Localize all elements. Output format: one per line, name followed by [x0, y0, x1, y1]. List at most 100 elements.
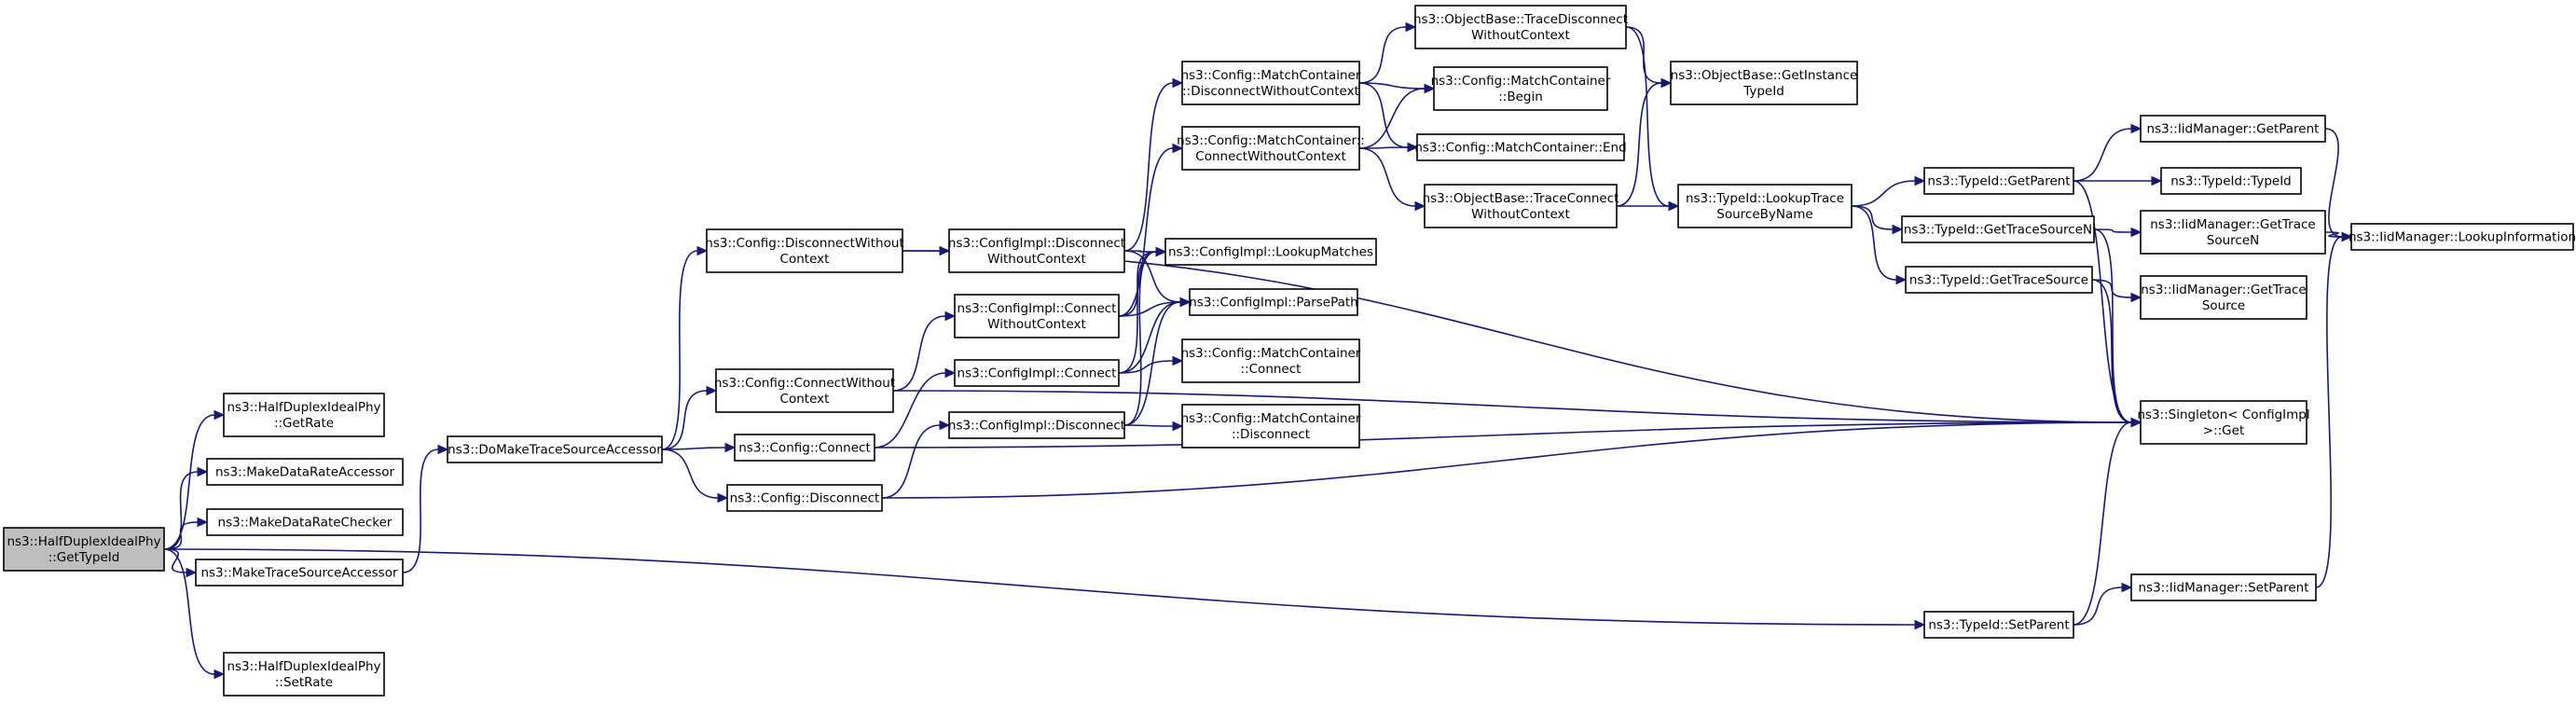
arrowhead [939, 420, 951, 431]
edge-line [1118, 360, 1174, 374]
node-tid_typeid[interactable]: ns3::TypeId::TypeId [2160, 167, 2302, 195]
edge-domake-to-cfg_disconnect [661, 449, 729, 504]
node-label: ns3::Config::Disconnect [730, 491, 880, 506]
edge-line [1118, 251, 1157, 317]
edge-tid_gts-to-iid_gts [2091, 279, 2142, 303]
node-mtsa[interactable]: ns3::MakeTraceSourceAccessor [195, 559, 404, 587]
node-label: Context [780, 252, 830, 267]
arrowhead [1660, 77, 1673, 89]
node-label: ::DisconnectWithoutContext [1182, 84, 1359, 99]
edge-line [1123, 424, 1174, 427]
arrowhead [944, 311, 957, 322]
node-label: ns3::ObjectBase::TraceDisconnect [1413, 12, 1628, 27]
edge-line [2324, 128, 2343, 238]
node-label: ::Begin [1498, 90, 1543, 104]
node-mc_connect[interactable]: ns3::Config::MatchContainer::Connect [1181, 338, 1361, 383]
node-cfg_cwc[interactable]: ns3::Config::ConnectWithoutContext [714, 368, 895, 413]
node-mc_cwc[interactable]: ns3::Config::MatchContainer::ConnectWith… [1177, 126, 1365, 171]
node-getrate[interactable]: ns3::HalfDuplexIdealPhy::GetRate [223, 393, 385, 437]
node-label: ns3::ObjectBase::TraceConnect [1423, 191, 1619, 206]
node-mdra[interactable]: ns3::MakeDataRateAccessor [206, 458, 404, 486]
node-label: ns3::IidManager::GetTrace [2150, 217, 2315, 232]
node-label: ::Disconnect [1232, 427, 1310, 442]
node-label: WithoutContext [987, 317, 1086, 332]
node-domake[interactable]: ns3::DoMakeTraceSourceAccessor [447, 435, 663, 463]
node-iid_setparent[interactable]: ns3::IidManager::SetParent [2130, 573, 2317, 601]
arrowhead [717, 492, 729, 504]
node-label: ::Connect [1241, 362, 1302, 377]
node-box [1670, 61, 1858, 105]
node-ci_parse[interactable]: ns3::ConfigImpl::ParsePath [1189, 288, 1358, 316]
node-tid_gts[interactable]: ns3::TypeId::GetTraceSource [1905, 266, 2093, 294]
node-box [2140, 115, 2326, 143]
edge-tid_setparent-to-singleton [2073, 417, 2142, 626]
node-cfg_dwc[interactable]: ns3::Config::DisconnectWithoutContext [705, 228, 904, 273]
node-ob_tcwc[interactable]: ns3::ObjectBase::TraceConnectWithoutCont… [1423, 184, 1619, 228]
edge-line [1118, 301, 1181, 317]
node-label: ConnectWithoutContext [1195, 149, 1345, 164]
node-mc_end[interactable]: ns3::Config::MatchContainer::End [1414, 133, 1627, 161]
edge-ob_tdwc-to-ob_git [1625, 26, 1673, 89]
edge-tid_ltsbn-to-tid_gtsn [1851, 205, 1904, 235]
node-mc_begin[interactable]: ns3::Config::MatchContainer::Begin [1431, 66, 1611, 111]
node-label: ns3::DoMakeTraceSourceAccessor [448, 443, 662, 458]
node-box [948, 228, 1125, 273]
node-mdrc[interactable]: ns3::MakeDataRateChecker [206, 508, 404, 536]
edge-line [1118, 147, 1174, 317]
node-iid_gts[interactable]: ns3::IidManager::GetTraceSource [2140, 275, 2307, 320]
edge-line [1625, 26, 1670, 207]
node-box [447, 435, 663, 463]
node-box [1164, 238, 1377, 266]
node-cfg_connect[interactable]: ns3::Config::Connect [734, 434, 875, 462]
arrowhead [1892, 224, 1904, 235]
node-singleton[interactable]: ns3::Singleton< ConfigImpl >::Get [2137, 400, 2310, 445]
node-iid_lookup[interactable]: ns3::IidManager::LookupInformation [2349, 223, 2576, 251]
node-tid_gtsn[interactable]: ns3::TypeId::GetTraceSourceN [1901, 215, 2095, 243]
node-box [206, 508, 404, 536]
node-label: ns3::MakeTraceSourceAccessor [200, 566, 397, 581]
edge-mc_dwc-to-ob_tdwc [1358, 21, 1417, 84]
node-cfg_disconnect[interactable]: ns3::Config::Disconnect [726, 484, 883, 512]
edge-root-to-mdra [163, 466, 209, 550]
arrowhead [214, 409, 226, 421]
edge-ci_cwc-to-ci_lookup [1118, 246, 1167, 317]
node-ci_dwc[interactable]: ns3::ConfigImpl::DisconnectWithoutContex… [948, 228, 1125, 273]
edge-iid_setparent-to-iid_lookup [2315, 231, 2353, 588]
node-setrate[interactable]: ns3::HalfDuplexIdealPhy::SetRate [223, 652, 385, 697]
node-tid_setparent[interactable]: ns3::TypeId::SetParent [1923, 611, 2074, 639]
node-label: ns3::TypeId::TypeId [2170, 174, 2292, 189]
node-ci_disconnect[interactable]: ns3::ConfigImpl::Disconnect [948, 411, 1125, 439]
node-box [195, 559, 404, 587]
node-label: ns3::ConfigImpl::Disconnect [948, 419, 1125, 434]
node-ci_connect[interactable]: ns3::ConfigImpl::Connect [954, 359, 1120, 387]
node-box [1416, 133, 1625, 161]
node-ci_lookup[interactable]: ns3::ConfigImpl::LookupMatches [1164, 238, 1377, 266]
arrowhead [186, 567, 198, 578]
node-mc_dwc[interactable]: ns3::Config::MatchContainer::DisconnectW… [1181, 61, 1361, 105]
edge-root-to-setrate [163, 548, 226, 680]
node-ob_tdwc[interactable]: ns3::ObjectBase::TraceDisconnectWithoutC… [1413, 5, 1628, 49]
edge-line [1118, 251, 1157, 374]
edge-line [1358, 146, 1409, 149]
node-label: ns3::TypeId::GetTraceSourceN [1904, 223, 2092, 238]
edge-line [163, 548, 1916, 626]
node-iid_gtsn[interactable]: ns3::IidManager::GetTraceSourceN [2140, 210, 2326, 255]
node-ci_cwc[interactable]: ns3::ConfigImpl::ConnectWithoutContext [954, 294, 1120, 338]
node-mc_disconnect[interactable]: ns3::Config::MatchContainer::Disconnect [1181, 404, 1361, 449]
edge-line [163, 521, 199, 550]
node-box [1677, 184, 1853, 228]
edge-line [661, 250, 698, 450]
node-root[interactable]: ns3::HalfDuplexIdealPhy::GetTypeId [3, 527, 165, 572]
node-label: ns3::Config::MatchContainer [1181, 346, 1361, 361]
node-iid_getparent[interactable]: ns3::IidManager::GetParent [2140, 115, 2326, 143]
edge-ci_disconnect-to-ci_lookup [1123, 246, 1167, 426]
edge-root-to-tid_setparent [163, 548, 1926, 630]
edge-line [661, 449, 719, 499]
edge-line [881, 424, 941, 499]
node-tid_getparent[interactable]: ns3::TypeId::GetParent [1923, 167, 2074, 195]
node-box [1181, 61, 1360, 105]
node-box [954, 294, 1120, 338]
